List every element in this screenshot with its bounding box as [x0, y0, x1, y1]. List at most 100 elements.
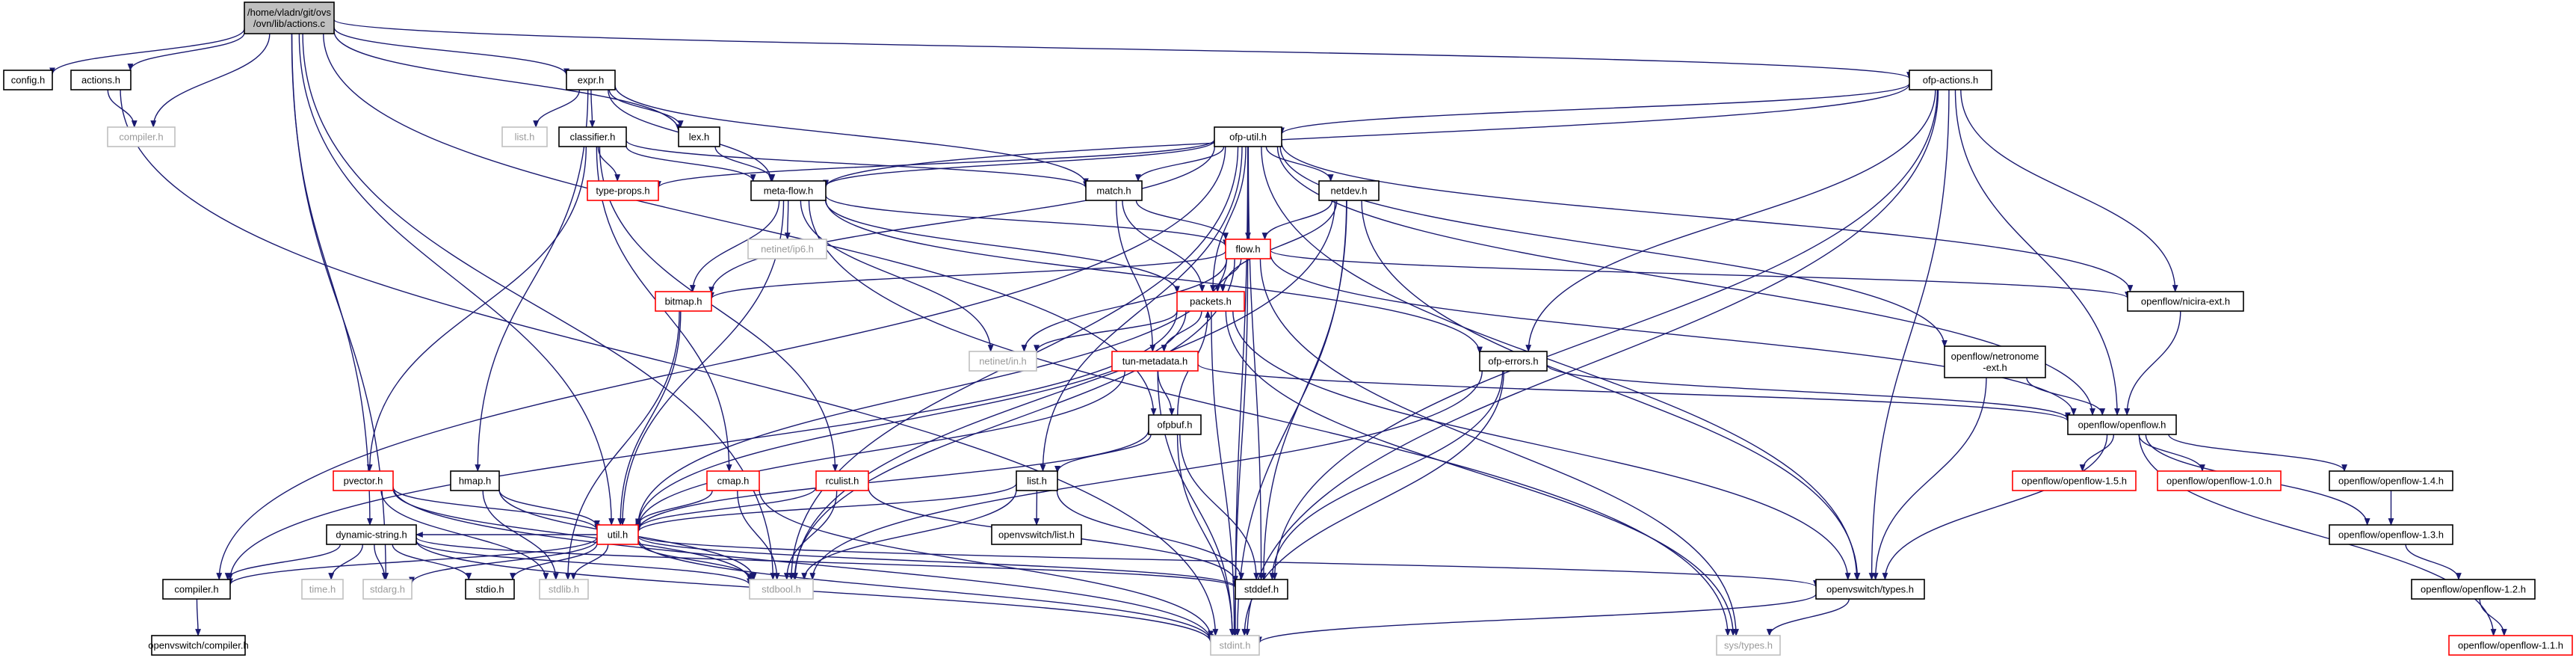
node-label: tun-metadata.h — [1122, 356, 1187, 367]
node-box — [2012, 470, 2137, 491]
node-compiler[interactable]: compiler.h — [162, 579, 231, 600]
node-box — [1716, 635, 1781, 656]
node-config[interactable]: config.h — [3, 70, 53, 90]
edge-actions-to-compiler_gray — [107, 89, 138, 128]
node-pvector[interactable]: pvector.h — [333, 470, 394, 491]
node-openflow[interactable]: openflow/openflow.h — [2067, 414, 2177, 435]
node-root[interactable]: /home/vladn/git/ovs/ovn/lib/actions.c — [244, 1, 335, 34]
node-lex[interactable]: lex.h — [678, 126, 720, 147]
edge-packets-to-stdint — [1211, 310, 1238, 636]
node-actions[interactable]: actions.h — [70, 70, 132, 90]
node-stdlib: stdlib.h — [539, 579, 589, 600]
edge-dynamic_string-to-stdio — [392, 544, 472, 580]
node-ofp-util[interactable]: ofp-util.h — [1214, 126, 1282, 147]
edge-meta_flow-to-bitmap — [689, 200, 780, 292]
node-box — [747, 239, 827, 259]
node-rculist[interactable]: rculist.h — [815, 470, 869, 491]
node-packets[interactable]: packets.h — [1176, 291, 1245, 312]
node-of13[interactable]: openflow/openflow-1.3.h — [2329, 524, 2453, 545]
node-label: rculist.h — [826, 476, 859, 487]
node-ovs-list[interactable]: openvswitch/list.h — [991, 524, 1082, 545]
node-box — [815, 470, 869, 491]
node-box — [244, 1, 335, 34]
node-stdio[interactable]: stdio.h — [465, 579, 515, 600]
edge-classifier-to-type_props — [597, 146, 621, 182]
edge-expr-to-hmap — [475, 89, 589, 472]
node-ofpbuf[interactable]: ofpbuf.h — [1148, 414, 1202, 435]
node-cmap[interactable]: cmap.h — [706, 470, 760, 491]
edge-ofp_actions-to-ovs_types — [1868, 89, 1950, 580]
node-dynamic-string[interactable]: dynamic-string.h — [326, 524, 417, 545]
node-meta-flow[interactable]: meta-flow.h — [750, 180, 827, 201]
node-label: openvswitch/types.h — [1826, 584, 1914, 595]
node-of12[interactable]: openflow/openflow-1.2.h — [2411, 579, 2536, 600]
edge-ofp_util-to-meta_flow — [823, 140, 1215, 188]
node-match[interactable]: match.h — [1085, 180, 1143, 201]
node-label: hmap.h — [459, 476, 491, 487]
node-label: config.h — [11, 75, 46, 86]
edge-pvector-to-util — [392, 487, 600, 532]
node-netinet-in: netinet/in.h — [969, 351, 1037, 372]
edge-list-to-util — [635, 483, 1017, 533]
node-label: ofp-errors.h — [1488, 356, 1538, 367]
node-stddef[interactable]: stddef.h — [1235, 579, 1288, 600]
node-classifier[interactable]: classifier.h — [558, 126, 627, 147]
edge-meta_flow-to-flow — [825, 195, 1229, 248]
node-hmap[interactable]: hmap.h — [450, 470, 500, 491]
node-bitmap[interactable]: bitmap.h — [655, 291, 712, 312]
node-of15[interactable]: openflow/openflow-1.5.h — [2012, 470, 2137, 491]
node-list[interactable]: list.h — [1016, 470, 1058, 491]
node-box — [1085, 180, 1143, 201]
node-box — [566, 70, 616, 90]
node-box — [1909, 70, 1992, 90]
node-expr[interactable]: expr.h — [566, 70, 616, 90]
node-box — [151, 635, 246, 656]
edge-meta_flow-to-util — [620, 200, 785, 526]
node-ovs-types[interactable]: openvswitch/types.h — [1815, 579, 1925, 600]
node-tun-metadata[interactable]: tun-metadata.h — [1111, 351, 1199, 372]
node-box — [3, 70, 53, 90]
node-box — [2157, 470, 2282, 491]
node-of14[interactable]: openflow/openflow-1.4.h — [2329, 470, 2453, 491]
node-label: -ext.h — [1983, 362, 2007, 373]
edge-util-to-compiler — [227, 537, 598, 586]
node-label: ofp-util.h — [1229, 132, 1267, 143]
node-box — [706, 470, 760, 491]
edge-classifier-to-meta_flow — [626, 146, 756, 182]
node-ofp-errors[interactable]: ofp-errors.h — [1479, 351, 1548, 372]
node-nicira-ext[interactable]: openflow/nicira-ext.h — [2127, 291, 2244, 312]
node-label: list.h — [1027, 476, 1047, 487]
edge-util-to-stdlib — [570, 544, 609, 580]
edge-root-to-expr — [333, 27, 569, 76]
node-stdint: stdint.h — [1210, 635, 1260, 656]
edge-expr-to-classifier — [589, 89, 596, 128]
node-label: pvector.h — [344, 476, 383, 487]
node-stdbool: stdbool.h — [749, 579, 814, 600]
node-ofp-actions[interactable]: ofp-actions.h — [1909, 70, 1992, 90]
node-netronome[interactable]: openflow/netronome-ext.h — [1944, 345, 2046, 378]
node-list-gray: list.h — [501, 126, 548, 147]
node-ovs-compiler[interactable]: openvswitch/compiler.h — [148, 635, 249, 656]
node-box — [750, 180, 827, 201]
node-label: openflow/openflow-1.5.h — [2021, 476, 2127, 487]
node-type-props[interactable]: type-props.h — [587, 180, 659, 201]
edge-ofp_util-to-stdint — [1232, 146, 1249, 636]
node-netinet-ip6: netinet/ip6.h — [747, 239, 827, 259]
node-box — [1225, 239, 1271, 259]
edge-ovs_types-to-sys_types — [1766, 598, 1850, 636]
node-box — [587, 180, 659, 201]
edge-bitmap-to-stdlib — [564, 310, 680, 580]
node-of11[interactable]: openflow/openflow-1.1.h — [2448, 635, 2573, 656]
edge-tun_metadata-to-stdint — [1157, 370, 1235, 636]
node-netdev[interactable]: netdev.h — [1318, 180, 1380, 201]
node-box — [1479, 351, 1548, 372]
node-label: lex.h — [689, 132, 709, 143]
node-util[interactable]: util.h — [596, 524, 639, 545]
edge-of12-to-of11 — [2479, 598, 2507, 636]
edge-ofp_util-to-packets — [1210, 146, 1247, 292]
edge-root-to-util — [298, 33, 615, 526]
node-flow[interactable]: flow.h — [1225, 239, 1271, 259]
node-of10[interactable]: openflow/openflow-1.0.h — [2157, 470, 2282, 491]
edge-expr-to-list_gray — [533, 89, 581, 128]
